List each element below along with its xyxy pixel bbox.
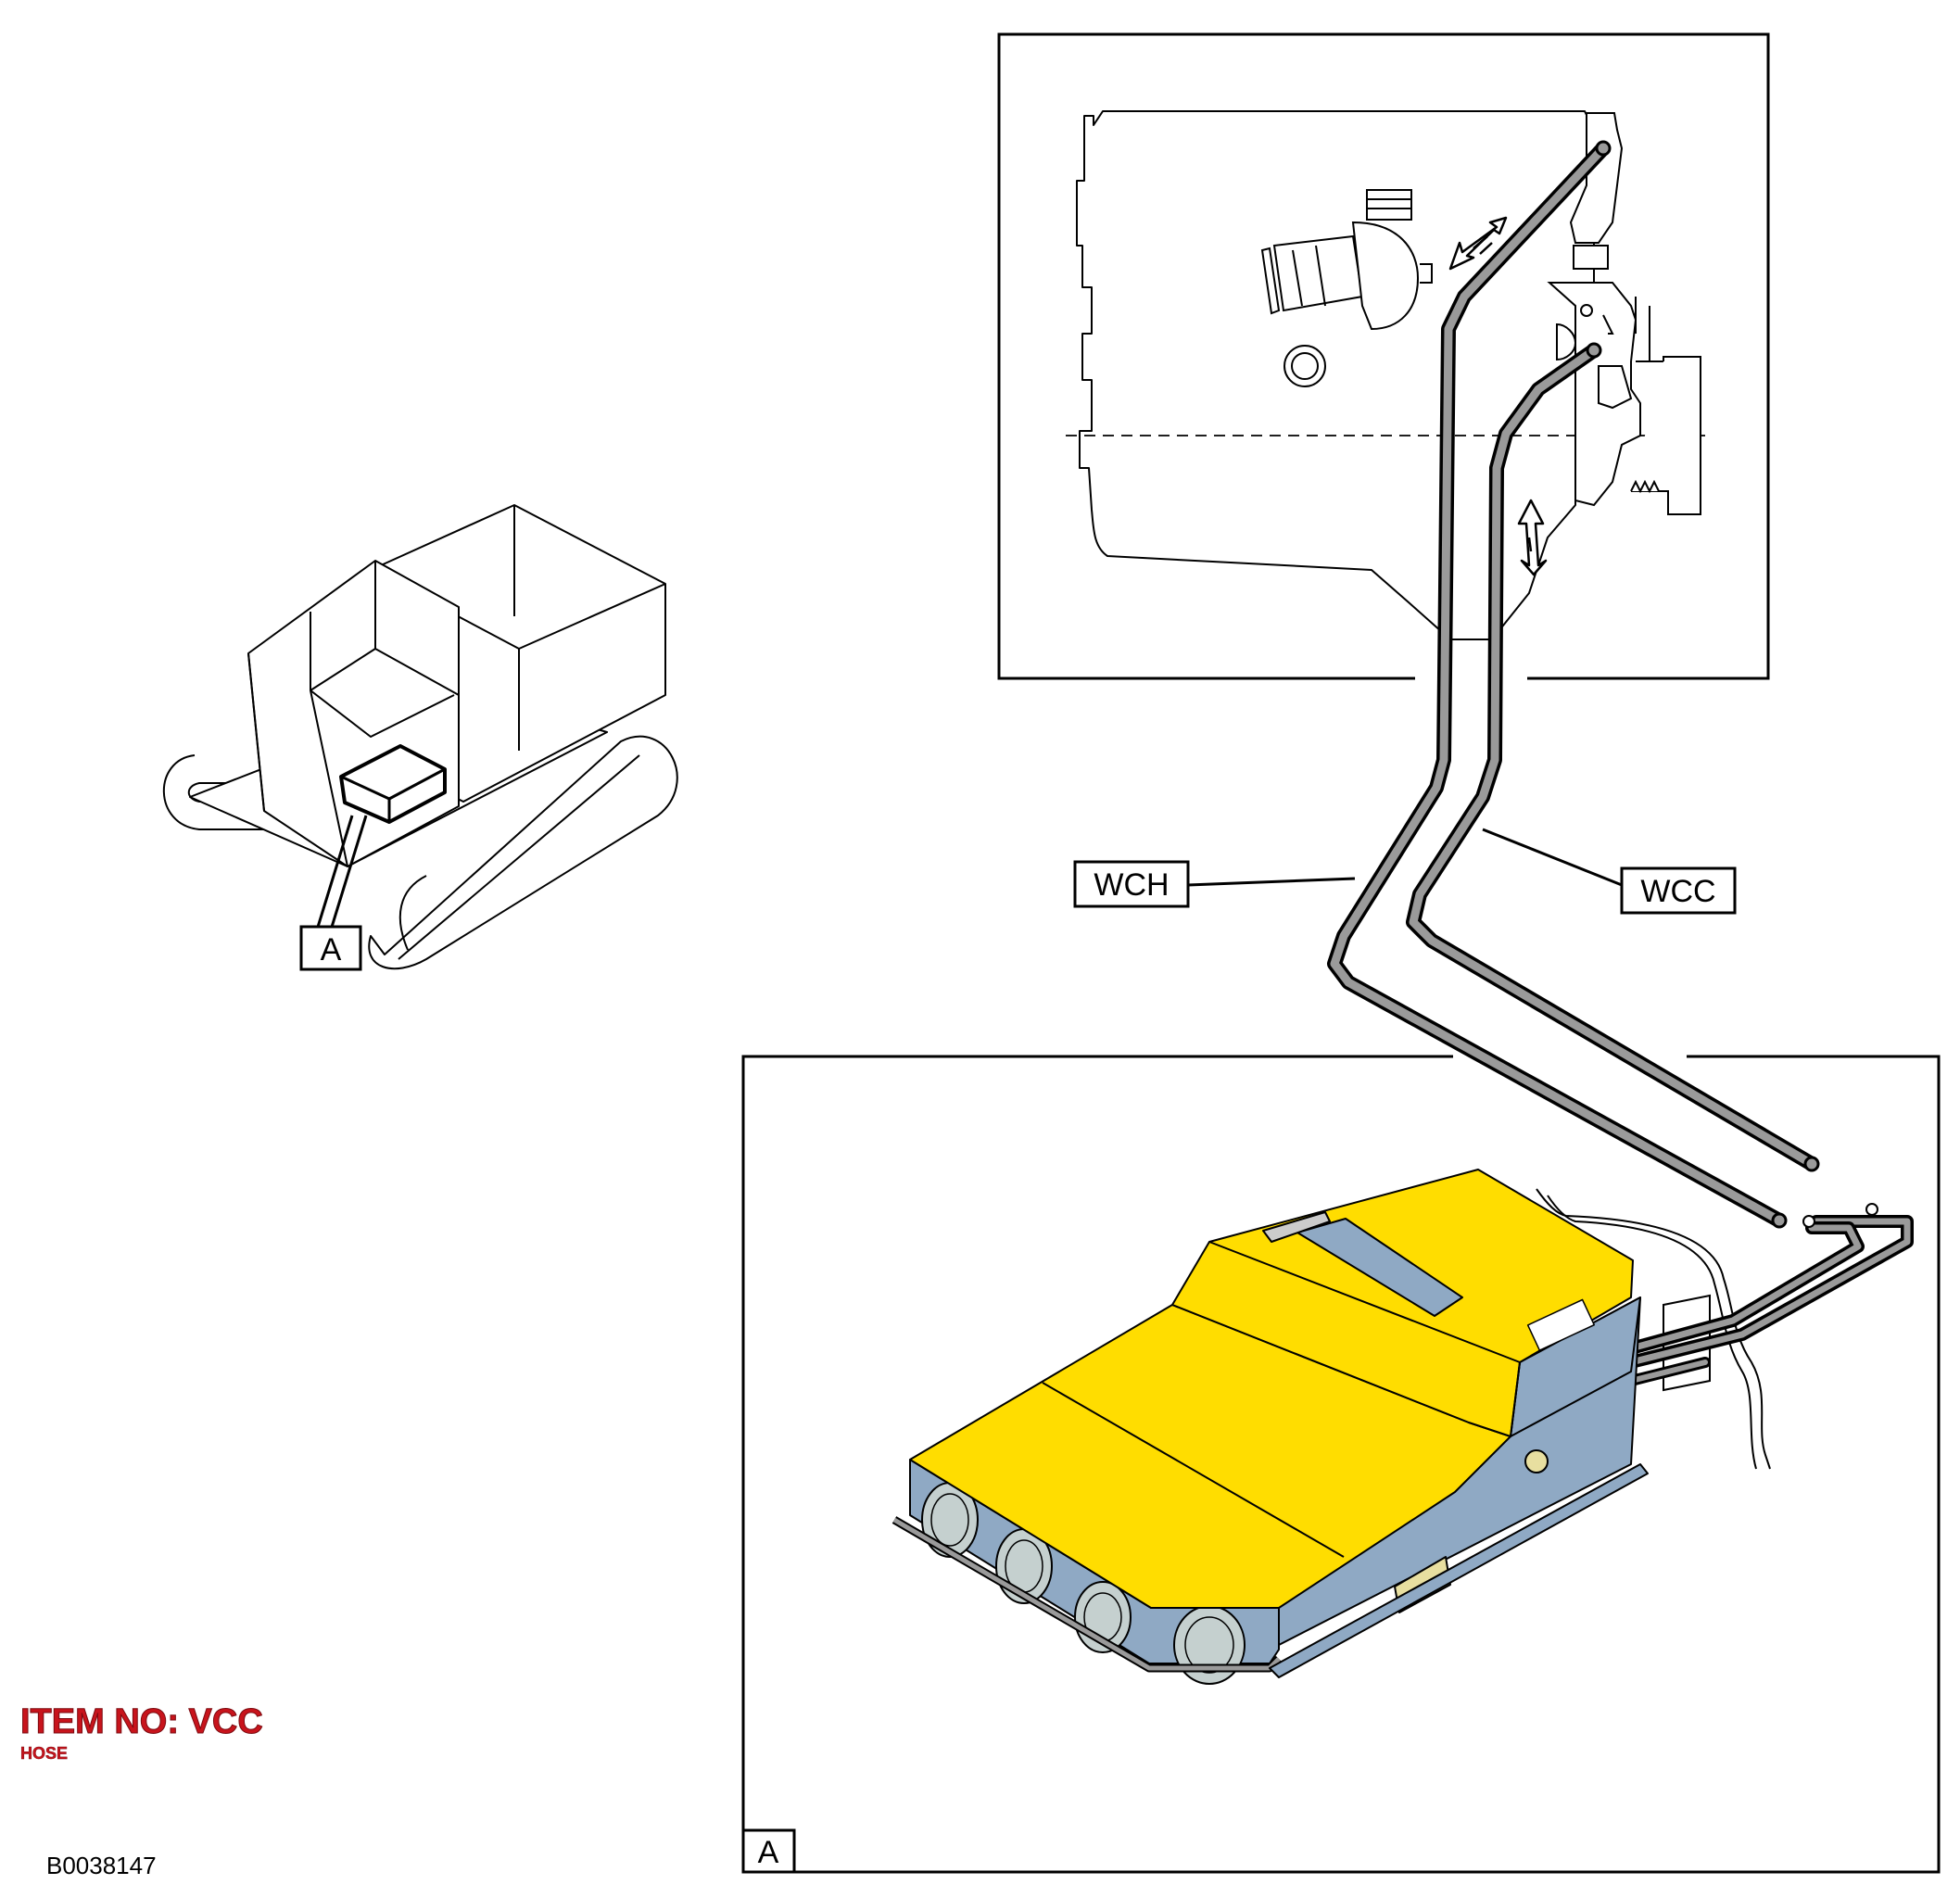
callout-a-overview: A bbox=[299, 925, 362, 971]
heater-cover-upper-edge bbox=[1208, 1241, 1521, 1437]
operator-cab bbox=[247, 560, 460, 867]
callout-a-overview-box bbox=[299, 925, 362, 971]
hose-wcc bbox=[1409, 346, 1816, 1169]
heater-hose-clamp bbox=[1524, 1449, 1549, 1473]
drawing-number: B0038147 bbox=[46, 1852, 157, 1879]
item-description: HOSE bbox=[20, 1744, 68, 1763]
cab-floor-cutline-2 bbox=[1547, 1195, 1757, 1470]
heater-unit bbox=[891, 1169, 1649, 1685]
hose-wch-end-heater bbox=[1771, 1212, 1788, 1229]
machine-overview bbox=[162, 504, 678, 970]
hose-wch bbox=[1330, 144, 1784, 1225]
heater-detail-frame bbox=[741, 1055, 1941, 1874]
callout-wch-box bbox=[1073, 860, 1190, 908]
callout-a-leader bbox=[313, 815, 368, 937]
heater-location-box-edge bbox=[340, 767, 446, 822]
heater-location-box bbox=[339, 744, 447, 824]
callout-wch: WCH bbox=[1073, 860, 1356, 908]
heater-intake-handle bbox=[1262, 1211, 1331, 1243]
heater-air-intake bbox=[1296, 1218, 1463, 1317]
tube-fitting-upper bbox=[1865, 1203, 1878, 1216]
callout-wch-label: WCH bbox=[1094, 867, 1169, 903]
callout-wcc-box bbox=[1620, 866, 1737, 915]
cab-edges bbox=[247, 561, 460, 867]
hose-wcc-end-heater bbox=[1803, 1156, 1820, 1172]
water-outlet-fittings bbox=[1547, 112, 1701, 515]
heater-connection-tubes bbox=[1625, 1215, 1914, 1386]
callout-a-overview-label: A bbox=[321, 932, 342, 967]
hose-wcc-end-engine bbox=[1586, 342, 1602, 359]
callout-wcc-label: WCC bbox=[1640, 874, 1715, 909]
hose-wch-end-engine bbox=[1595, 140, 1612, 157]
turbocharger bbox=[1260, 189, 1433, 387]
flow-arrow-outlet bbox=[1448, 216, 1508, 271]
callout-wcc: WCC bbox=[1482, 828, 1737, 915]
heater-hoses bbox=[1327, 140, 1820, 1229]
item-number-title: ITEM NO: VCC bbox=[20, 1702, 263, 1741]
heater-base-flange bbox=[1269, 1463, 1649, 1678]
item-label: ITEM NO: VCC HOSE bbox=[20, 1702, 264, 1764]
heater-data-plate bbox=[1526, 1298, 1595, 1351]
flow-arrow-return bbox=[1517, 499, 1548, 576]
callout-wcc-leader bbox=[1482, 828, 1623, 887]
engine-detail-view bbox=[997, 32, 1770, 680]
heater-detail-view: A bbox=[741, 1055, 1941, 1874]
engine-block bbox=[1076, 110, 1595, 640]
tube-fitting-lower bbox=[1802, 1215, 1815, 1228]
callout-a-detail-box bbox=[741, 1828, 796, 1874]
engine-detail-frame bbox=[997, 32, 1770, 680]
crawler-track-right-inner bbox=[398, 754, 640, 960]
callout-wch-leader bbox=[1187, 877, 1356, 887]
callout-a-detail: A bbox=[741, 1828, 796, 1874]
heater-cover-seam bbox=[1042, 1382, 1345, 1558]
callout-a-detail-label: A bbox=[758, 1835, 779, 1870]
